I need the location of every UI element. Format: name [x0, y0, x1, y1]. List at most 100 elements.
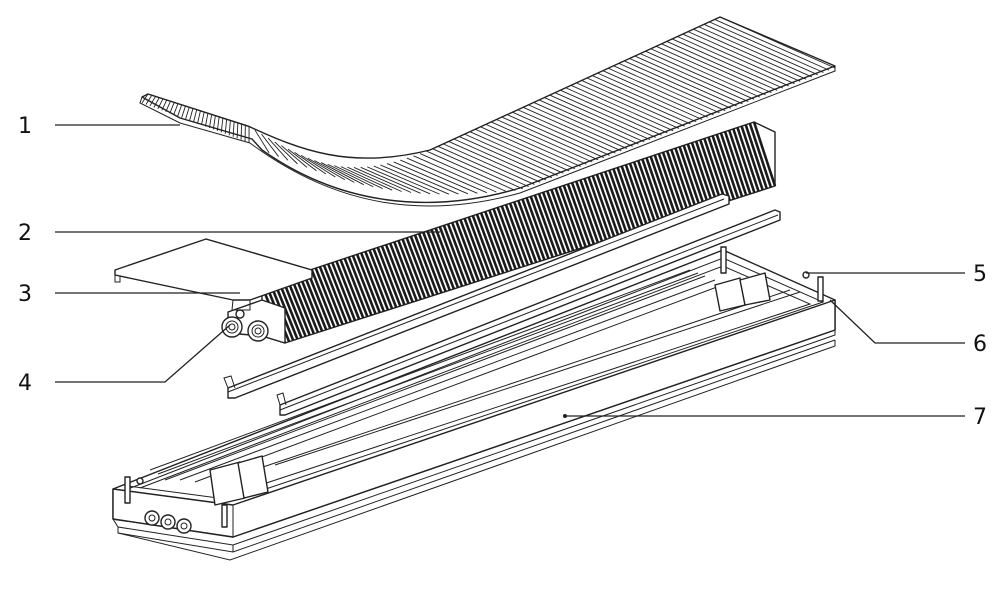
fin-line [438, 226, 464, 287]
fin-line [422, 231, 447, 293]
leader-lines [55, 124, 965, 417]
rail-profile-upper [223, 193, 730, 399]
fin-line [732, 128, 756, 194]
fin-line [335, 260, 361, 320]
fin-line [537, 193, 563, 256]
grille-slat [224, 119, 228, 134]
grille-slat [522, 106, 622, 152]
fin-line [310, 268, 336, 328]
grille-slat [475, 128, 570, 172]
grille-slat [560, 89, 662, 136]
fin-line [517, 200, 542, 262]
fin-line [591, 175, 616, 238]
grille-slat [393, 161, 469, 195]
fin-line [595, 173, 620, 237]
grille-slat [161, 99, 168, 111]
grille-slat [181, 105, 186, 118]
grille-slat [666, 40, 778, 91]
grille-slat [281, 145, 308, 168]
callout-labels: 1 2 3 4 5 6 7 [18, 114, 987, 430]
callout-3: 3 [18, 282, 32, 307]
grille-slat [512, 111, 610, 156]
grille-slat [149, 96, 156, 107]
fin-line [707, 136, 731, 201]
grille-slat [496, 119, 593, 163]
grille-slat [624, 60, 732, 109]
grille-slat [517, 109, 616, 154]
fin-line [459, 219, 484, 281]
grille-slat [300, 154, 336, 178]
grille-slat [145, 94, 153, 105]
fin-line [550, 189, 575, 252]
fin-line [393, 241, 418, 302]
fin-line [318, 266, 344, 326]
fin-line [570, 182, 596, 245]
fin-line [587, 176, 612, 240]
fin-line [496, 206, 521, 269]
grille-slat [501, 116, 599, 161]
grille-slat [538, 99, 639, 145]
grille-slat [169, 102, 175, 114]
grille-slat [480, 126, 576, 170]
grille-slat [703, 23, 818, 76]
grille-slat [294, 151, 327, 175]
grille-slat [608, 67, 714, 116]
fin-line [723, 131, 748, 196]
grille-slat [464, 133, 558, 176]
grille-slat [367, 166, 431, 195]
grille-slat [432, 148, 524, 190]
fin-line [388, 242, 414, 303]
grille-slat [698, 26, 813, 78]
pipe-fittings [221, 309, 269, 342]
fin-line [670, 149, 694, 213]
fin-line [694, 140, 719, 205]
grille-slat [645, 50, 755, 100]
fin-line [479, 212, 505, 274]
grille-slat [448, 141, 541, 183]
grille-slat [453, 138, 547, 181]
callout-4: 4 [18, 371, 32, 396]
fin-line [475, 213, 501, 275]
grille-slat [185, 107, 190, 120]
grille-slat [320, 162, 364, 186]
fin-line [293, 274, 320, 333]
fin-line [426, 230, 451, 291]
fin-line [401, 238, 427, 299]
grille-slat [677, 36, 789, 87]
grille-slat [400, 159, 478, 194]
grille-slat [586, 77, 691, 125]
fin-line [562, 184, 587, 248]
grille-slat [208, 114, 213, 129]
fin-line [744, 124, 768, 190]
housing-trough [112, 246, 836, 561]
fin-line [678, 146, 703, 211]
grille-slat [353, 167, 412, 193]
fin-line [484, 211, 509, 273]
fin-line [281, 278, 307, 337]
fin-line [558, 186, 583, 249]
fin-line [637, 160, 661, 224]
fin-line [376, 246, 402, 307]
fin-line [500, 205, 526, 267]
fin-line [368, 249, 394, 310]
fin-line [521, 198, 546, 261]
callout-2: 2 [18, 221, 32, 246]
fin-line [302, 271, 328, 331]
grille-slat [634, 55, 743, 105]
fin-line [736, 127, 760, 192]
heat-exchanger [227, 121, 777, 344]
fin-line [360, 252, 386, 312]
fin-line [355, 253, 381, 314]
grille-slat [485, 123, 581, 167]
fin-line [608, 169, 633, 233]
grille-slat [228, 120, 231, 136]
fin-line [711, 135, 736, 200]
fin-line [641, 158, 666, 223]
fin-line [612, 168, 637, 232]
fin-line [616, 167, 641, 230]
grille-slat [340, 166, 393, 191]
grille-slat [173, 103, 179, 115]
fin-line [653, 154, 678, 219]
fin-line [413, 234, 439, 295]
